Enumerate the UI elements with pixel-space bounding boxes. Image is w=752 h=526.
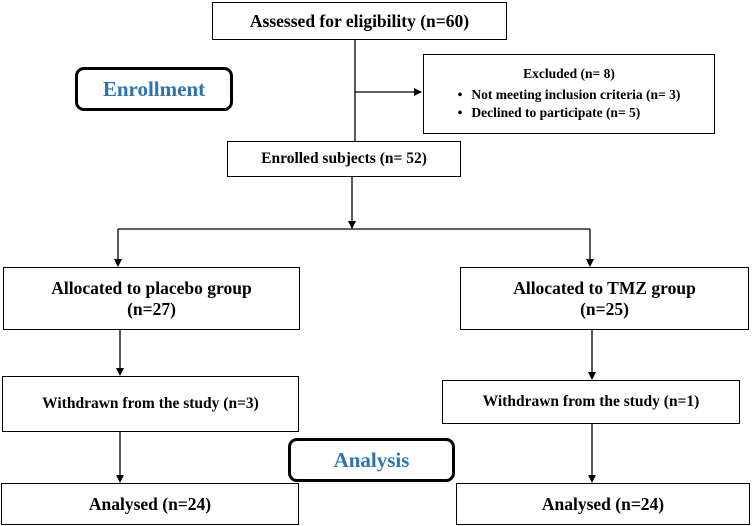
excluded-item-text: Declined to participate (n= 5) xyxy=(471,104,641,120)
tmz-allocated-box: Allocated to TMZ group (n=25) xyxy=(460,267,749,330)
tmz-allocated-line1: Allocated to TMZ group xyxy=(513,278,696,299)
placebo-withdrawn-box: Withdrawn from the study (n=3) xyxy=(2,376,299,432)
analysis-label: Analysis xyxy=(333,447,410,472)
placebo-analysed-text: Analysed (n=24) xyxy=(88,493,212,514)
assessed-text: Assessed for eligibility (n=60) xyxy=(249,10,470,31)
tmz-withdrawn-box: Withdrawn from the study (n=1) xyxy=(442,380,740,424)
assessed-box: Assessed for eligibility (n=60) xyxy=(212,2,507,40)
excluded-box: Excluded (n= 8) Not meeting inclusion cr… xyxy=(423,54,715,134)
tmz-analysed-text: Analysed (n=24) xyxy=(541,493,665,514)
excluded-title: Excluded (n= 8) xyxy=(523,65,615,81)
enrolled-box: Enrolled subjects (n= 52) xyxy=(227,141,461,177)
tmz-analysed-box: Analysed (n=24) xyxy=(456,483,750,525)
analysis-label-box: Analysis xyxy=(288,438,455,482)
placebo-allocated-line1: Allocated to placebo group xyxy=(51,278,252,299)
enrollment-label: Enrollment xyxy=(102,76,206,101)
excluded-list: Not meeting inclusion criteria (n= 3) De… xyxy=(458,85,681,122)
excluded-item: Not meeting inclusion criteria (n= 3) xyxy=(458,87,681,103)
tmz-allocated-line2: (n=25) xyxy=(580,298,629,319)
enrolled-text: Enrolled subjects (n= 52) xyxy=(261,150,427,168)
tmz-withdrawn-text: Withdrawn from the study (n=1) xyxy=(482,393,700,411)
placebo-analysed-box: Analysed (n=24) xyxy=(1,483,299,525)
excluded-item: Declined to participate (n= 5) xyxy=(458,105,681,121)
placebo-withdrawn-text: Withdrawn from the study (n=3) xyxy=(42,395,259,413)
excluded-item-text: Not meeting inclusion criteria (n= 3) xyxy=(471,87,681,103)
placebo-allocated-box: Allocated to placebo group (n=27) xyxy=(3,267,300,330)
enrollment-label-box: Enrollment xyxy=(75,67,233,111)
placebo-allocated-line2: (n=27) xyxy=(127,298,176,319)
